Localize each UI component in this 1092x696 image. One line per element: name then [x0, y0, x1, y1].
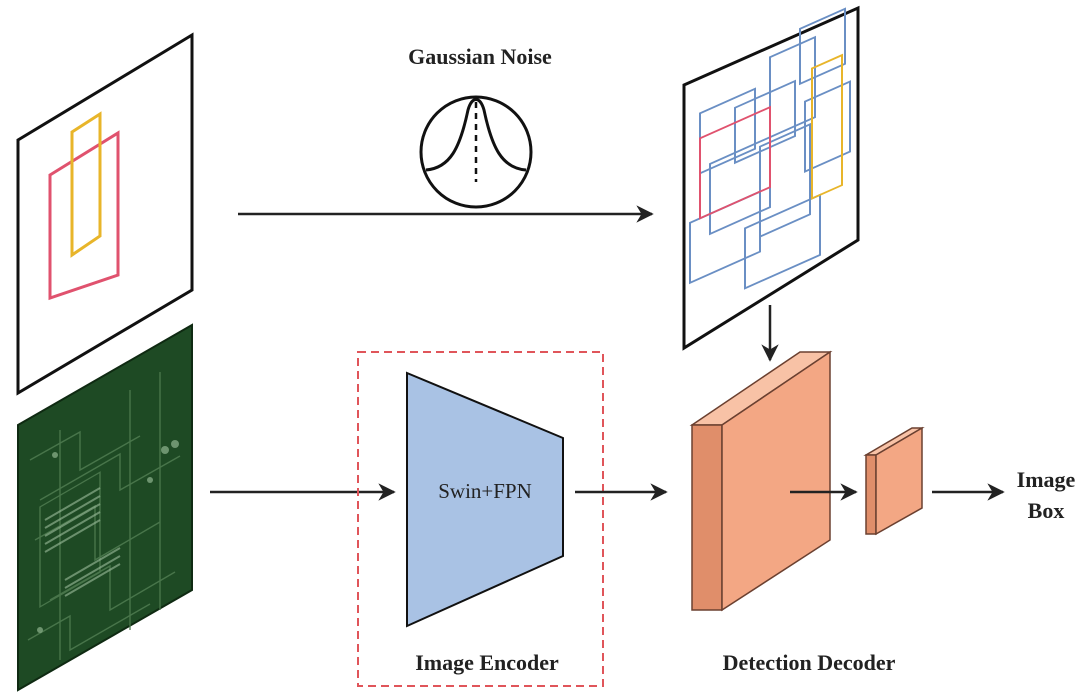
swin-fpn-label: Swin+FPN [438, 479, 532, 503]
image-encoder-label: Image Encoder [415, 650, 559, 675]
gaussian-noise-icon [419, 95, 533, 209]
gt-box-panel [16, 32, 194, 396]
output-label-image: Image [1017, 467, 1076, 492]
image-encoder-dashed-box [357, 351, 604, 687]
swin-fpn-encoder [406, 371, 564, 628]
output-label-box: Box [1028, 498, 1065, 523]
noisy-box-panel [682, 5, 860, 351]
pcb-image [17, 323, 193, 692]
detection-decoder-label: Detection Decoder [723, 650, 896, 675]
detection-decoder-block [689, 350, 833, 612]
prediction-head-block [863, 426, 925, 536]
gt-box-yellow [70, 111, 102, 258]
gt-box-red [48, 130, 120, 301]
gaussian-noise-label: Gaussian Noise [408, 44, 552, 69]
